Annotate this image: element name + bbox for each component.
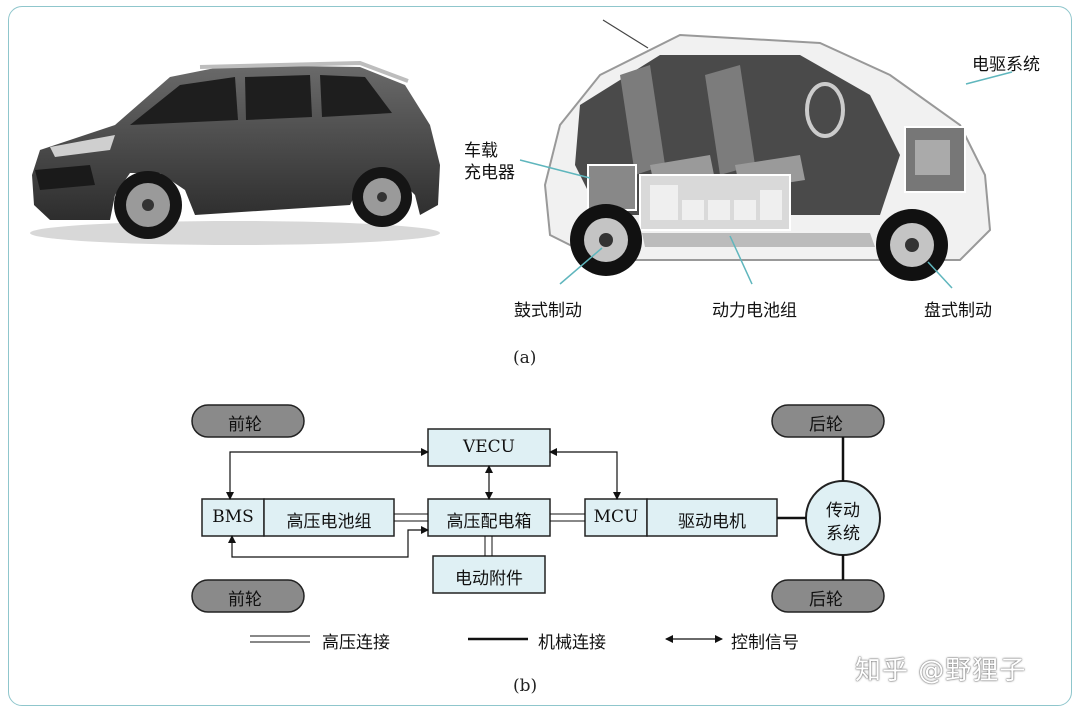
legend-control-signal: 控制信号 — [731, 633, 799, 653]
label-disc-brake: 盘式制动 — [924, 301, 992, 321]
transmission-label-line1: 传动 — [826, 501, 860, 521]
hv-distribution-label: 高压配电箱 — [446, 512, 532, 532]
rear-wheel-top-label: 后轮 — [809, 415, 843, 435]
vecu-label: VECU — [462, 437, 516, 457]
watermark: 知乎 @野狸子 — [855, 656, 1027, 686]
front-wheel-top — [191, 404, 305, 438]
electric-accessories-box — [432, 555, 546, 594]
front-wheel-bottom — [191, 579, 305, 613]
drive-motor-label: 驱动电机 — [678, 512, 746, 532]
label-electric-drive-system: 电驱系统 — [972, 55, 1040, 75]
vecu-box — [427, 428, 551, 467]
figure-frame — [8, 6, 1072, 706]
caption-a: (a) — [513, 348, 537, 368]
bms-label: BMS — [212, 507, 254, 527]
transmission-label-line2: 系统 — [826, 524, 860, 544]
hv-battery-label: 高压电池组 — [286, 512, 372, 532]
legend-high-voltage: 高压连接 — [322, 633, 390, 653]
rear-wheel-bottom-label: 后轮 — [809, 590, 843, 610]
hv-distribution-box — [427, 498, 551, 537]
label-power-battery-pack: 动力电池组 — [712, 301, 797, 321]
front-wheel-top-label: 前轮 — [228, 415, 262, 435]
label-onboard-charger: 车载 充电器 — [464, 141, 515, 183]
rear-wheel-top — [771, 404, 885, 438]
rear-wheel-bottom — [771, 579, 885, 613]
mcu-label: MCU — [593, 507, 639, 527]
suv-photo — [30, 60, 440, 245]
drive-motor-box — [646, 498, 778, 537]
front-wheel-bottom-label: 前轮 — [228, 590, 262, 610]
legend-mechanical: 机械连接 — [538, 633, 606, 653]
electric-accessories-label: 电动附件 — [455, 569, 523, 589]
caption-b: (b) — [513, 676, 538, 696]
label-drum-brake: 鼓式制动 — [514, 301, 582, 321]
ev-cutaway-photo — [543, 33, 992, 281]
